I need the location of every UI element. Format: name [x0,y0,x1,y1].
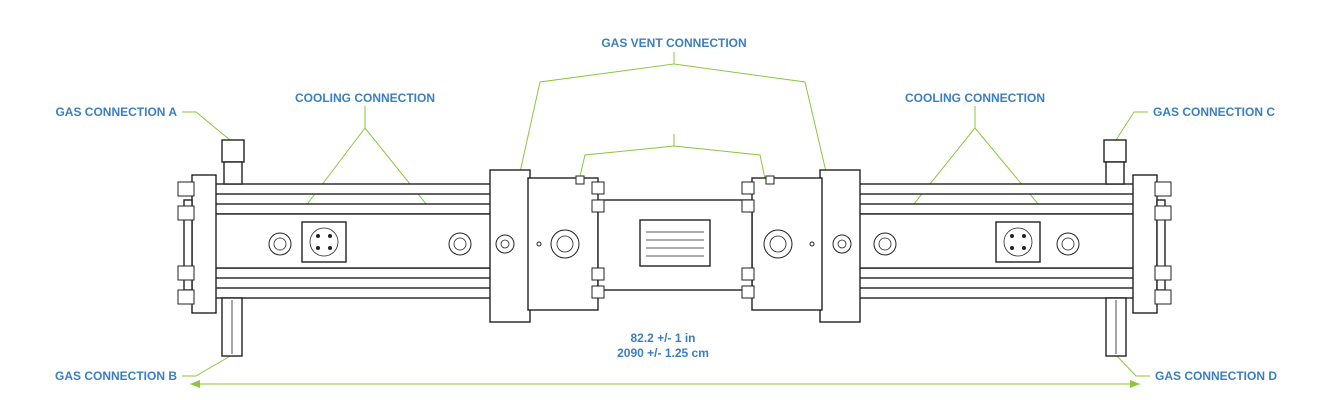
label-cooling-connection-right: COOLING CONNECTION [905,91,1045,105]
gas-vent-port-inner-left [550,229,580,259]
right-frame-bottom-rail [849,267,1136,279]
gas-vent-port-inner-right [763,229,793,259]
right-flange-bolts [1154,181,1172,305]
left-frame-bottom-rail [214,267,496,279]
left-frame-top-rail [214,183,496,195]
gas-vent-port-right [832,234,852,254]
left-gauge-panel [301,221,347,263]
leader-gas-a [182,111,231,141]
right-end-flange [1132,174,1158,314]
nameplate [639,219,711,267]
right-frame-top-rail [849,183,1136,195]
gas-connection-c-pipe [1105,161,1125,185]
cooling-port-right-2 [1056,232,1080,256]
dimension-arrow-left [190,380,200,388]
right-frame-top-rail-2 [849,203,1136,215]
booster-assembly [177,139,1172,357]
leader-cooling-left-a [279,106,366,241]
right-frame-bottom-rail-2 [849,287,1136,299]
center-bolts [575,175,775,299]
dimension-imperial: 82.2 +/- 1 in [630,331,695,345]
left-flange-bolts [177,181,195,305]
left-frame-top-rail-2 [214,203,496,215]
right-gauge-panel [995,221,1041,263]
left-end-flange [191,174,217,314]
gas-connection-a-fitting [221,139,245,163]
dimension-arrow-right [1130,380,1140,388]
cooling-port-left-1 [268,232,292,256]
ports [268,229,1080,259]
label-gas-connection-c: GAS CONNECTION C [1153,105,1275,119]
label-gas-connection-a: GAS CONNECTION A [55,105,177,119]
left-frame-bottom-rail-2 [214,287,496,299]
leader-gas-d [1115,354,1150,377]
label-gas-connection-d: GAS CONNECTION D [1155,369,1277,383]
gas-vent-port-left [495,234,515,254]
leader-gas-c [1115,111,1148,141]
label-gas-vent-connection: GAS VENT CONNECTION [601,36,746,50]
cooling-port-left-2 [448,232,472,256]
label-cooling-connection-left: COOLING CONNECTION [295,91,435,105]
cooling-port-right-1 [873,232,897,256]
leader-gas-b [182,354,233,377]
label-gas-connection-b: GAS CONNECTION B [55,369,177,383]
callout-labels: GAS VENT CONNECTION GAS CONNECTION A GAS… [55,36,1277,383]
dimension-metric: 2090 +/- 1.25 cm [617,346,709,360]
gas-connection-c-fitting [1103,139,1127,163]
leader-gas-vent-main [504,52,675,241]
gas-connection-a-pipe [223,161,243,185]
